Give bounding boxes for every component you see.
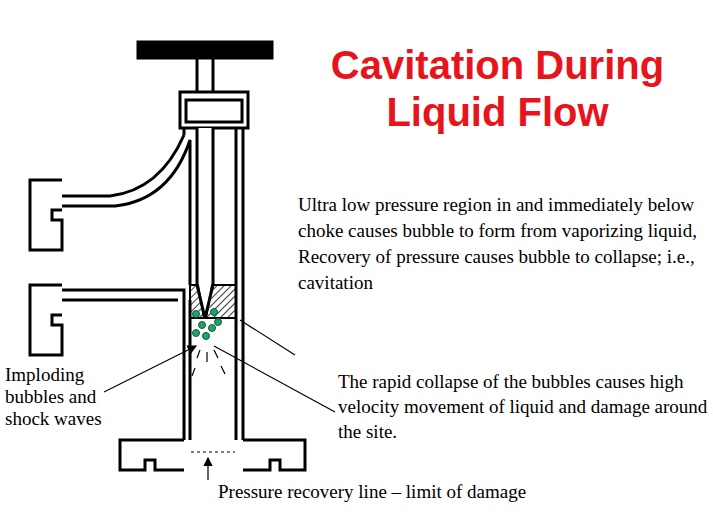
handwheel: [138, 42, 272, 58]
leader-line: [214, 346, 335, 412]
annotation: Imploding bubbles and shock waves: [5, 364, 105, 430]
outlet-flange: [120, 440, 184, 470]
leader-line: [240, 320, 295, 355]
shock-waves: [192, 350, 225, 376]
bubbles: [193, 309, 222, 340]
leader-line: [104, 346, 196, 392]
annotation: The rapid collapse of the bubbles causes…: [338, 369, 708, 444]
inlet-wall: [62, 140, 190, 285]
outlet-flange: [243, 440, 305, 470]
inlet-flange: [30, 180, 62, 250]
stem: [197, 58, 213, 94]
choke-seat: [206, 285, 236, 318]
leader-lines: [104, 320, 335, 480]
inlet-flange: [30, 285, 62, 355]
annotation: Ultra low pressure region in and immedia…: [298, 192, 708, 296]
annotation: Pressure recovery line – limit of damage: [218, 481, 526, 503]
inlet-wall: [62, 135, 184, 196]
title: Cavitation During Liquid Flow: [290, 42, 705, 136]
leader-line: [207, 458, 208, 480]
bonnet: [180, 92, 248, 128]
body-wall: [184, 128, 243, 440]
packing: [186, 100, 242, 122]
pressure-recovery-line: [191, 451, 235, 452]
inlet-wall: [62, 299, 178, 302]
choke-seat: [190, 285, 204, 318]
